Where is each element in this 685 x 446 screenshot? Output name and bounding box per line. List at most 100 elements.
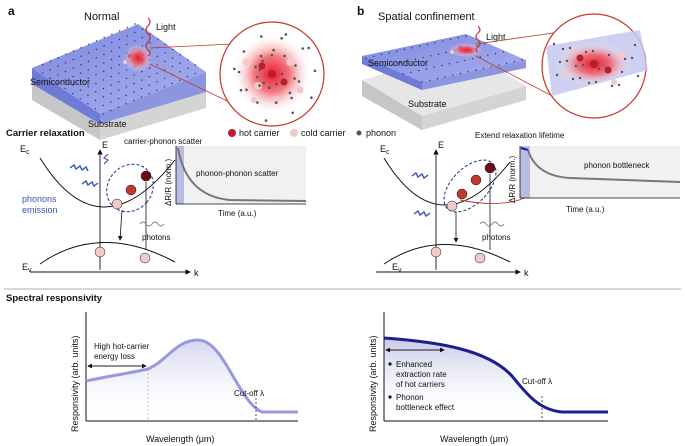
relax-left-conduction-band	[39, 157, 176, 208]
cold-carrier-dot	[251, 97, 257, 103]
cold-carrier-dot	[611, 79, 617, 85]
relax-right-ev-label: Ev	[392, 262, 402, 274]
phonon-dot	[456, 61, 458, 63]
phonon-dot	[125, 94, 127, 97]
phonon-dot	[475, 69, 477, 71]
phonon-dot	[422, 56, 424, 59]
phonon-dot	[118, 72, 120, 74]
phonon-dot	[79, 98, 82, 100]
phonon-dot	[617, 83, 621, 87]
phonon-dot	[148, 67, 151, 69]
phonon-dot	[187, 67, 189, 70]
phonon-dot	[620, 70, 624, 74]
phonon-dot	[437, 53, 440, 55]
relax-left-photons-label: photons	[142, 233, 170, 242]
phonon-dot	[307, 46, 311, 50]
relax-right-k-axis-label: k	[524, 268, 529, 278]
phonon-dot	[87, 86, 89, 88]
phonon-dot	[459, 72, 462, 75]
phonon-dot	[441, 64, 443, 67]
phonon-dot	[558, 60, 562, 64]
panel-a-zoom-particles	[233, 33, 317, 122]
panel-a-hotspot	[124, 44, 152, 72]
phonon-dot	[587, 81, 591, 85]
resp-left-xlabel: Wavelength (μm)	[146, 434, 214, 444]
phonon-dot	[95, 82, 97, 85]
phonon-dot	[258, 68, 262, 72]
phonon-dot	[301, 47, 305, 50]
phonon-dot	[293, 77, 296, 80]
relax-left-inset-ylabel: ΔR/R (norm.)	[164, 159, 173, 206]
phonon-dot	[95, 74, 97, 76]
panel-a-semiconductor-slab	[32, 24, 206, 124]
phonon-dot	[373, 55, 375, 57]
relax-right-photon-wave	[479, 221, 505, 227]
phonon-dot	[79, 81, 82, 83]
phonon-dot	[103, 70, 105, 73]
phonon-dot	[64, 70, 67, 73]
phonon-dot	[140, 96, 143, 98]
phonon-dot	[72, 92, 74, 95]
relax-right-e-axis-label: E	[438, 140, 444, 150]
relax-left-hot-carrier	[125, 184, 137, 196]
phonon-dot	[103, 62, 105, 64]
panel-a-label: a	[8, 4, 15, 18]
relax-right-inset-annotation: phonon bottleneck	[584, 161, 650, 170]
phonon-dot	[310, 96, 313, 99]
phonon-dot	[571, 77, 575, 81]
phonon-dot	[118, 64, 120, 66]
phonon-dot	[259, 54, 263, 58]
relax-right-phonon-wave	[411, 171, 429, 180]
phonon-dot	[484, 43, 486, 45]
phonon-dot	[410, 71, 412, 74]
resp-left-loss-line1: High hot-carrier	[94, 342, 149, 351]
phonon-dot	[111, 41, 113, 44]
phonon-dot	[87, 69, 90, 71]
phonon-dot	[448, 63, 451, 65]
phonon-dot	[134, 40, 136, 42]
phonon-dot	[87, 103, 89, 105]
hot-carrier-dot	[576, 54, 584, 62]
phonon-dot	[502, 51, 504, 53]
phonon-dot	[156, 72, 158, 75]
phonon-dot	[103, 53, 105, 56]
relax-left-inset	[175, 146, 307, 205]
phonon-dot	[396, 50, 398, 52]
phonon-dot	[57, 57, 59, 59]
phonon-dot	[434, 42, 436, 44]
phonon-dot	[261, 59, 264, 63]
relax-left-k-axis-label: k	[194, 268, 199, 278]
phonon-dot	[49, 77, 51, 79]
hot-carrier-dot	[268, 70, 276, 78]
phonon-dot	[242, 50, 246, 53]
phonon-dot	[487, 54, 489, 57]
panel-a-substrate-label: Substrate	[88, 119, 127, 129]
relax-left-inset-curve	[177, 147, 307, 202]
phonon-dot	[118, 81, 120, 83]
phonon-dot	[49, 60, 52, 62]
relax-left-inset-bg	[176, 146, 306, 204]
resp-right-fill	[384, 338, 608, 421]
panel-b-semiconductor-label: Semiconductor	[368, 58, 428, 68]
phonon-dot	[578, 76, 582, 80]
resp-right-curve	[383, 336, 608, 414]
legend-phonon-label: phonon	[366, 128, 396, 138]
phonon-dot	[164, 77, 166, 80]
phonon-dot	[574, 64, 578, 68]
legend-cold-label: cold carrier	[301, 128, 346, 138]
phonon-dot	[110, 84, 112, 86]
phonon-dot	[445, 51, 447, 54]
phonon-dot	[88, 52, 90, 54]
phonon-dot	[141, 28, 144, 30]
phonon-dot	[452, 74, 454, 76]
phonon-dot	[171, 57, 174, 59]
phonon-dot	[125, 103, 127, 105]
phonon-dot	[164, 60, 166, 63]
phonon-dot	[72, 75, 74, 78]
phonon-dot	[591, 49, 595, 53]
relax-right-hole	[474, 252, 486, 264]
panel-b-label: b	[357, 4, 364, 18]
phonon-dot	[433, 66, 435, 68]
phonon-dot	[411, 47, 413, 49]
